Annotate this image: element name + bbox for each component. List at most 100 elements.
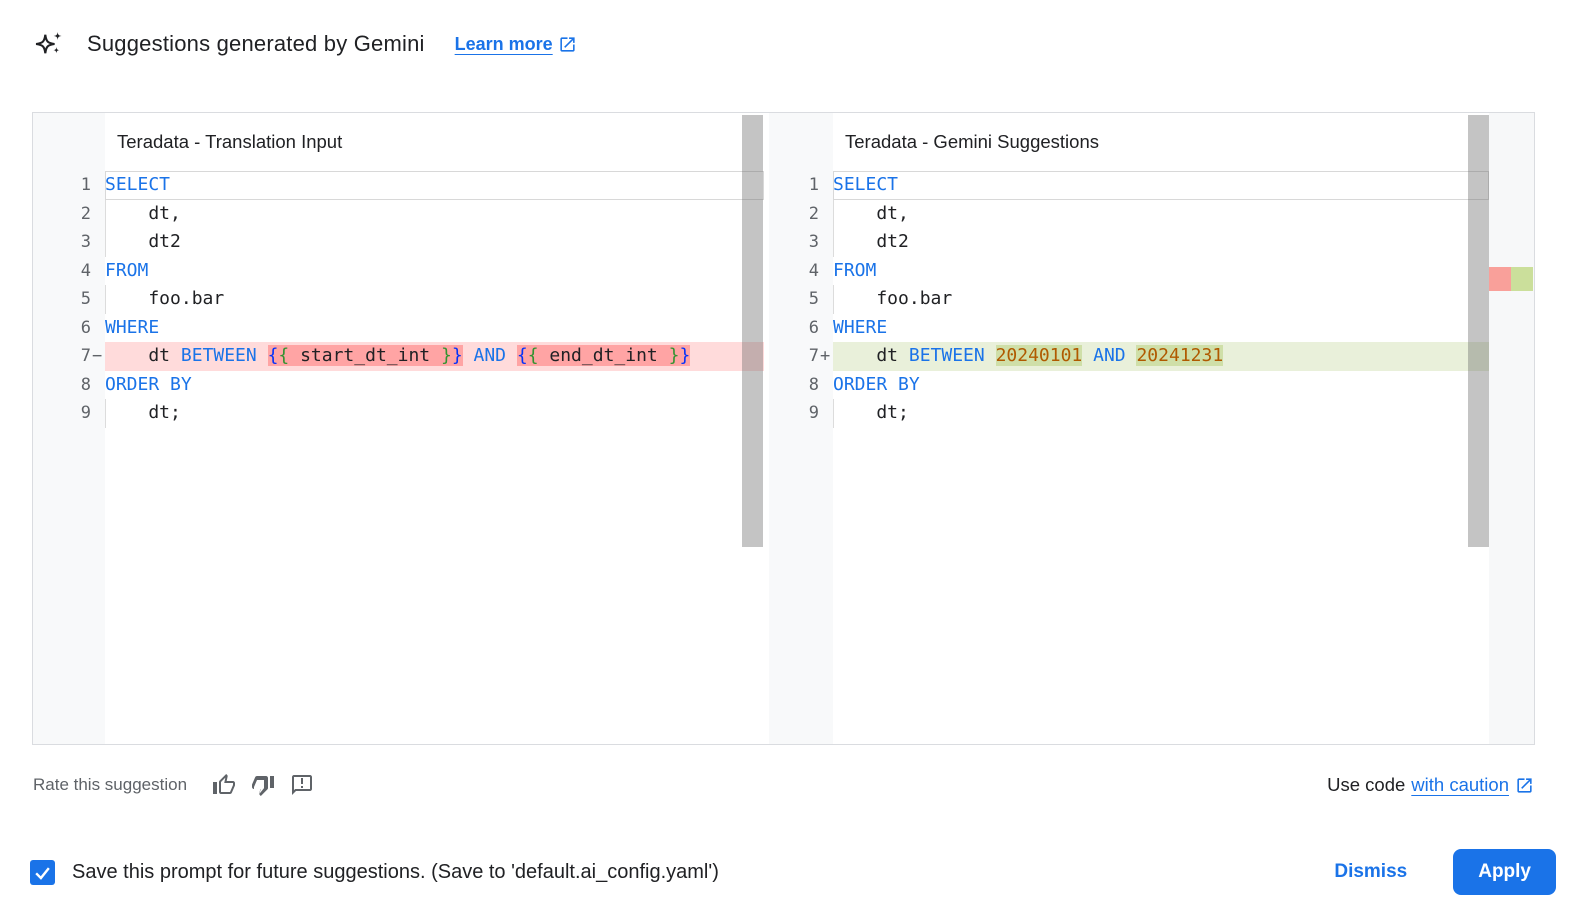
rate-label: Rate this suggestion [33, 775, 188, 794]
gutter-line-8: 8 [808, 374, 819, 395]
code-line-8[interactable]: ORDER BY [105, 371, 764, 400]
code-token: FROM [833, 259, 877, 281]
code-token: { [278, 345, 290, 366]
gemini-sparkle-icon [33, 28, 65, 60]
gutter-line-4: 4 [808, 260, 819, 281]
apply-button[interactable]: Apply [1453, 849, 1556, 895]
code-line-7[interactable]: dt BETWEEN {{ start_dt_int }} AND {{ end… [105, 342, 764, 371]
scrollbar-left[interactable] [742, 115, 763, 547]
save-prompt-label: Save this prompt for future suggestions.… [72, 860, 719, 883]
code-token: AND [473, 345, 507, 366]
overview-ruler [1489, 113, 1534, 744]
gutter-line-8: 8 [80, 374, 91, 395]
dismiss-button[interactable]: Dismiss [1322, 853, 1419, 891]
gutter-line-2: 2 [808, 203, 819, 224]
code-line-8[interactable]: ORDER BY [833, 371, 1489, 400]
code-line-2[interactable]: dt, [105, 199, 764, 229]
learn-more-link[interactable]: Learn more [455, 34, 577, 55]
code-token: dt; [833, 402, 909, 423]
code-token: BETWEEN [908, 345, 985, 366]
code-line-4[interactable]: FROM [833, 257, 1489, 286]
code-token: } [668, 345, 680, 366]
code-line-7[interactable]: dt BETWEEN 20240101 AND 20241231 [833, 342, 1489, 371]
gutter-line-7: 7+ [808, 346, 831, 366]
gutter-line-5: 5 [808, 289, 819, 309]
code-token: end_dt_int [538, 345, 669, 366]
footer: Save this prompt for future suggestions.… [30, 846, 1556, 898]
gutter-line-4: 4 [80, 260, 91, 281]
code-token: } [679, 345, 691, 366]
overview-added-marker [1511, 267, 1533, 291]
use-code-note: Use code with caution [1327, 774, 1534, 796]
code-token: dt [833, 345, 909, 366]
code-token [257, 345, 268, 366]
code-token: dt2 [105, 231, 181, 252]
gutter-line-5: 5 [80, 289, 91, 309]
overview-removed-marker [1489, 267, 1511, 291]
code-token [985, 345, 996, 366]
open-in-new-icon [1517, 777, 1532, 793]
code-line-9[interactable]: dt; [833, 399, 1489, 428]
with-caution-link[interactable]: with caution [1411, 774, 1509, 795]
thumb-up-icon [213, 774, 236, 794]
code-line-3[interactable]: dt2 [105, 228, 764, 257]
page-title: Suggestions generated by Gemini [87, 31, 425, 56]
gutter-line-9: 9 [808, 403, 819, 423]
thumb-up-button[interactable] [211, 772, 237, 798]
code-line-2[interactable]: dt, [833, 199, 1489, 229]
code-line-6[interactable]: WHERE [105, 314, 764, 343]
feedback-button[interactable] [289, 772, 315, 798]
gutter-left: 1 2 3 4 5 6 7− 8 9 [33, 113, 105, 744]
code-token [1126, 345, 1137, 366]
code-token: SELECT [105, 174, 171, 195]
save-prompt-checkbox[interactable] [30, 859, 55, 885]
learn-more-label: Learn more [454, 33, 553, 54]
panel-title-right: Teradata - Gemini Suggestions [833, 113, 1534, 171]
thumb-down-icon [252, 776, 275, 796]
thumb-down-button[interactable] [250, 772, 276, 798]
gutter-line-3: 3 [80, 232, 91, 252]
code-token: dt; [105, 402, 181, 423]
check-icon [35, 866, 50, 880]
code-line-4[interactable]: FROM [105, 257, 764, 286]
panel-title-left: Teradata - Translation Input [105, 113, 764, 171]
header: Suggestions generated by Gemini Learn mo… [33, 28, 577, 60]
code-line-6[interactable]: WHERE [833, 314, 1489, 343]
code-token: WHERE [833, 316, 888, 338]
scrollbar-right[interactable] [1468, 115, 1489, 547]
code-token: } [440, 345, 452, 366]
code-line-9[interactable]: dt; [105, 399, 764, 428]
code-token: dt, [105, 202, 181, 224]
code-line-1[interactable]: SELECT [833, 171, 1489, 200]
gutter-line-1: 1 [80, 175, 91, 195]
code-line-3[interactable]: dt2 [833, 228, 1489, 257]
gutter-line-1: 1 [808, 175, 819, 195]
gutter-line-6: 6 [808, 317, 819, 338]
code-token: BETWEEN [180, 345, 257, 366]
code-token: dt2 [833, 231, 909, 252]
gutter-line-2: 2 [80, 203, 91, 224]
gutter-line-7: 7− [80, 346, 103, 366]
code-token: FROM [105, 259, 149, 281]
code-token: ORDER BY [105, 373, 192, 395]
code-line-5[interactable]: foo.bar [105, 285, 764, 314]
gutter-right: 1 2 3 4 5 6 7+ 8 9 [769, 113, 833, 744]
gutter-line-6: 6 [80, 317, 91, 338]
use-code-prefix: Use code [1327, 774, 1406, 795]
code-line-1[interactable]: SELECT [105, 171, 764, 200]
code-token: foo.bar [833, 288, 953, 309]
code-token: } [451, 345, 463, 366]
editor-gemini-suggestions: 1 2 3 4 5 6 7+ 8 9 Teradata - Gemini Suggestions… [769, 113, 1534, 744]
code-token: ORDER BY [833, 373, 920, 395]
gutter-line-3: 3 [808, 232, 819, 252]
code-token: SELECT [833, 174, 899, 195]
gutter-line-9: 9 [80, 403, 91, 423]
code-token [1082, 345, 1093, 366]
code-line-5[interactable]: foo.bar [833, 285, 1489, 314]
feedback-icon [292, 775, 313, 795]
